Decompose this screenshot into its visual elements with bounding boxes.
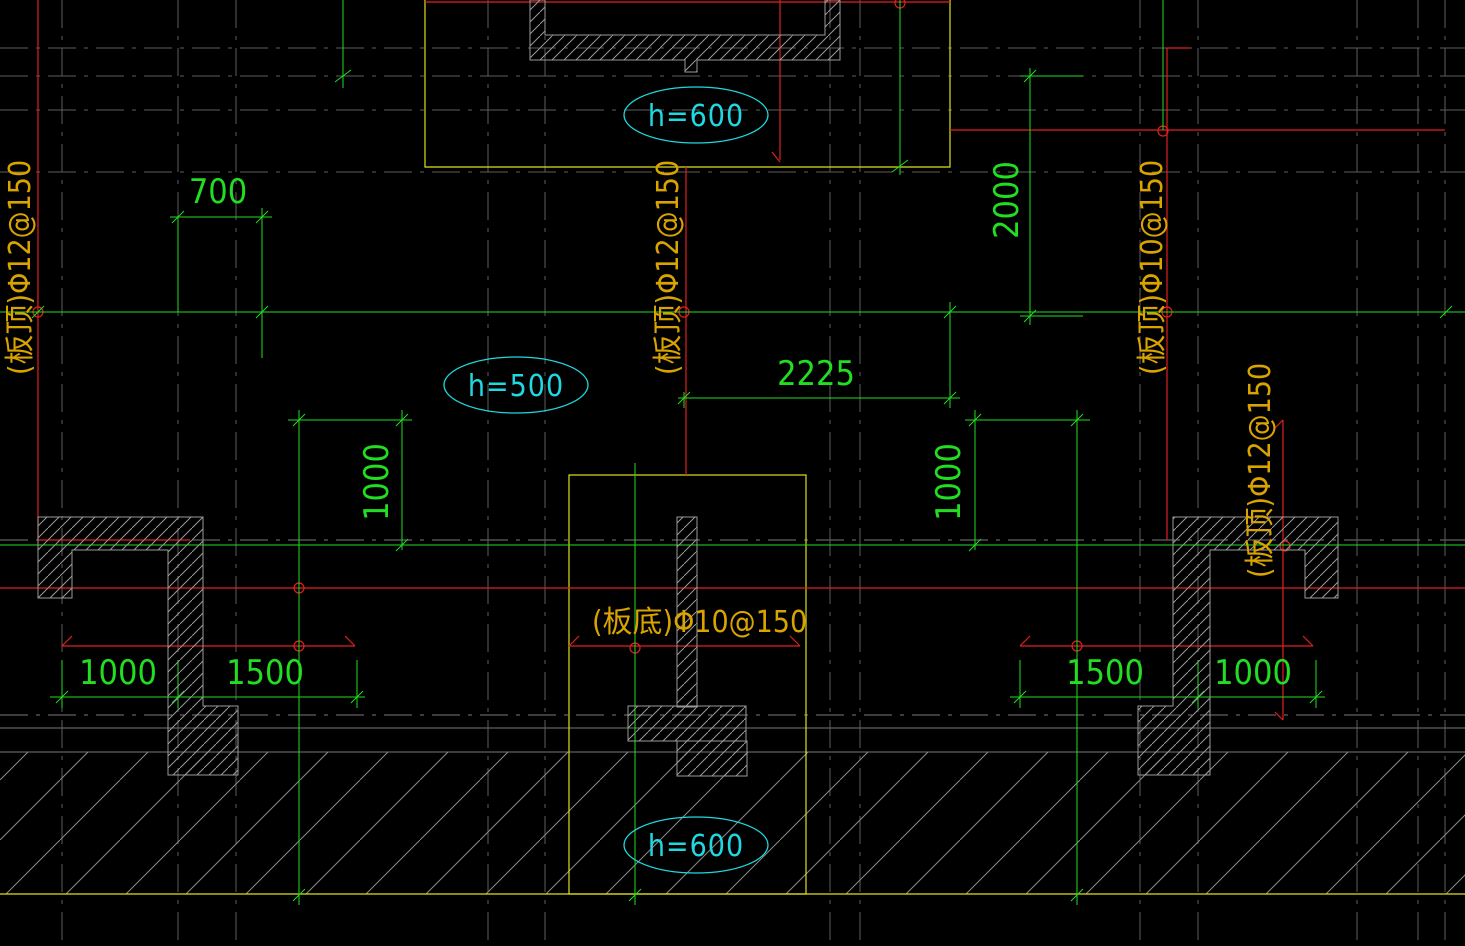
slab-outlines	[0, 0, 1465, 895]
thickness-tag-top: h=600	[623, 86, 769, 144]
rebar-label-far-right: (板顶)Φ12@150	[1243, 363, 1278, 578]
dimension-1000-left-vertical: 1000	[357, 443, 397, 521]
thickness-tag-bottom: h=600	[623, 816, 769, 874]
rebar-label-bottom: (板底)Φ10@150	[592, 605, 807, 640]
thickness-tag-middle-text: h=500	[468, 369, 564, 404]
walls	[37, 0, 1339, 777]
rebar-label-center: (板顶)Φ12@150	[651, 160, 686, 375]
dimension-1500-bottom-right: 1500	[1066, 653, 1144, 693]
dimension-700: 700	[189, 172, 247, 212]
thickness-tag-top-text: h=600	[648, 99, 744, 134]
dimension-1000-bottom-right: 1000	[1214, 653, 1292, 693]
rebar-label-right: (板顶)Φ10@150	[1135, 160, 1170, 375]
dimension-1000-bottom-left: 1000	[79, 653, 157, 693]
dimension-1000-right-vertical: 1000	[929, 443, 969, 521]
dimension-2000: 2000	[987, 161, 1027, 239]
dimension-1500-bottom-left: 1500	[226, 653, 304, 693]
thickness-tag-middle: h=500	[443, 356, 589, 414]
thickness-tag-bottom-text: h=600	[648, 829, 744, 864]
rebar-label-left: (板顶)Φ12@150	[3, 160, 38, 375]
dimension-2225: 2225	[777, 354, 855, 394]
